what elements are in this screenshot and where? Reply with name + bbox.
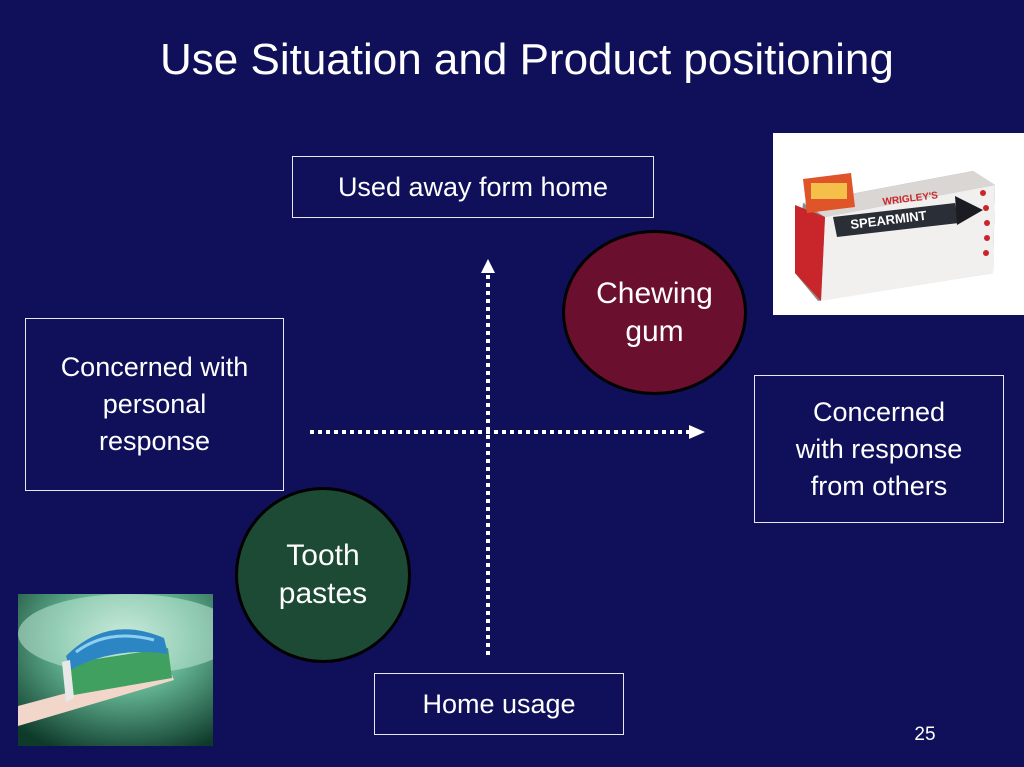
- axis-label-left: Concerned with personal response: [25, 318, 284, 491]
- vertical-axis-arrowhead: [481, 259, 495, 273]
- horizontal-axis-arrowhead: [689, 425, 705, 439]
- axis-label-left-text: Concerned with personal response: [60, 352, 249, 456]
- slide-title: Use Situation and Product positioning: [160, 35, 894, 84]
- axis-label-bottom-text: Home usage: [422, 688, 576, 719]
- axis-label-bottom: Home usage: [374, 673, 624, 735]
- toothbrush-toothpaste-icon: [18, 594, 213, 746]
- tooth-pastes-label: Tooth pastes: [278, 539, 368, 610]
- tooth-pastes-bubble: Tooth pastes: [235, 487, 411, 663]
- gum-pack-photo: WRIGLEY'S SPEARMINT: [773, 133, 1024, 315]
- chewing-gum-bubble: Chewing gum: [562, 230, 747, 395]
- axis-label-right: Concerned with response from others: [754, 375, 1004, 523]
- axis-label-top-text: Used away form home: [337, 171, 609, 202]
- axis-label-top: Used away form home: [292, 156, 654, 218]
- axis-label-right-text: Concerned with response from others: [795, 396, 963, 501]
- toothbrush-photo: [18, 594, 213, 746]
- chewing-gum-label: Chewing gum: [596, 276, 713, 348]
- spearmint-gum-pack-icon: WRIGLEY'S SPEARMINT: [773, 133, 1024, 315]
- page-number: 25: [914, 724, 936, 745]
